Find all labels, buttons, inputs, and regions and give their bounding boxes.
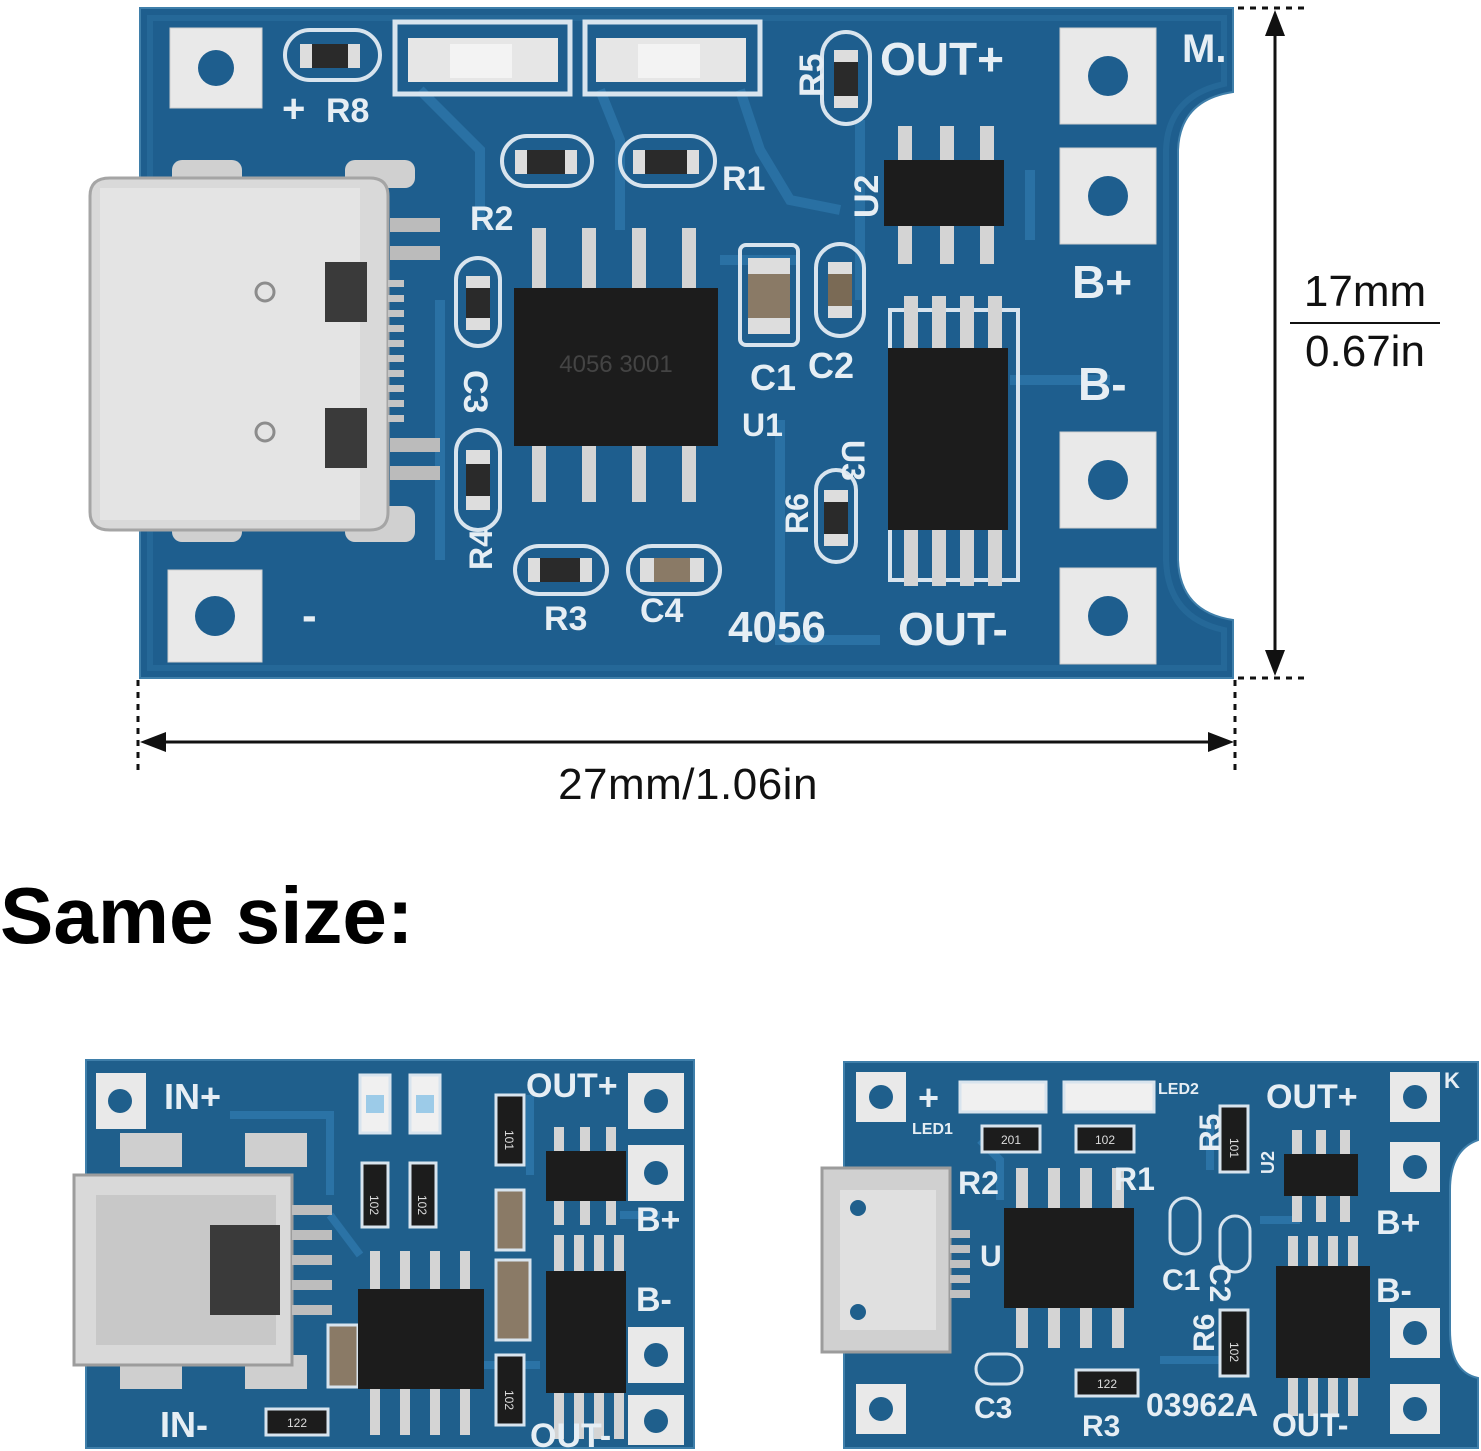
label-u3: U3 xyxy=(835,440,871,481)
usb-c-connector xyxy=(88,160,440,542)
width-dimension-arrow xyxy=(140,732,1234,752)
height-label-mm: 17mm xyxy=(1290,266,1440,324)
label-c4: C4 xyxy=(640,592,684,630)
micro-label-b-minus: B- xyxy=(1376,1272,1412,1310)
solder-pads xyxy=(167,27,1157,665)
label-r2: R2 xyxy=(470,200,513,238)
resistor-code-2: 102 xyxy=(367,1195,381,1215)
mini-label-in-plus: IN+ xyxy=(164,1076,221,1117)
micro-resistor-code-5: 122 xyxy=(1097,1377,1117,1391)
micro-label-led2: LED2 xyxy=(1158,1081,1199,1098)
chip-u1: 4056 3001 xyxy=(514,228,718,502)
micro-label-r5: R5 xyxy=(1194,1114,1227,1152)
height-label-in: 0.67in xyxy=(1305,327,1425,376)
micro-label-led1: LED1 xyxy=(912,1121,953,1138)
pcb-traces xyxy=(416,86,1110,645)
micro-label-c3: C3 xyxy=(974,1392,1012,1425)
silkscreen-labels-mini: IN+ IN- OUT+ B+ B- OUT- xyxy=(160,1067,680,1451)
micro-label-model: 03962A xyxy=(1146,1387,1258,1423)
chip-u3 xyxy=(888,296,1020,586)
label-r5: R5 xyxy=(793,54,831,97)
mini-label-b-plus: B+ xyxy=(636,1201,680,1239)
micro-label-c1: C1 xyxy=(1162,1264,1200,1297)
label-u1: U1 xyxy=(742,407,783,443)
smd-components-micro: 201 102 101 102 122 xyxy=(958,1080,1252,1398)
label-model: 4056 xyxy=(728,603,826,652)
mini-usb-board-figure: 101 102 102 102 122 IN+ IN- OUT+ B+ B- O… xyxy=(72,1059,695,1451)
label-c3: C3 xyxy=(456,370,494,413)
micro-resistor-code-1: 201 xyxy=(1001,1133,1021,1147)
resistor-code-1: 101 xyxy=(502,1130,516,1150)
label-minus: - xyxy=(302,591,317,640)
label-r3: R3 xyxy=(544,600,587,638)
mini-label-in-minus: IN- xyxy=(160,1404,208,1445)
mini-label-b-minus: B- xyxy=(636,1281,672,1319)
chips-micro xyxy=(1004,1130,1370,1416)
mini-label-out-plus: OUT+ xyxy=(526,1067,618,1105)
resistor-code-4: 102 xyxy=(502,1390,516,1410)
smd-components xyxy=(283,28,872,596)
micro-label-k: K xyxy=(1444,1068,1460,1093)
micro-resistor-code-3: 101 xyxy=(1227,1138,1241,1158)
micro-label-r2: R2 xyxy=(958,1165,999,1201)
micro-label-b-plus: B+ xyxy=(1376,1204,1420,1242)
label-b-plus: B+ xyxy=(1072,256,1132,308)
resistor-code-3: 102 xyxy=(415,1195,429,1215)
chip-u2 xyxy=(884,126,1004,264)
mini-usb-connector xyxy=(72,1133,332,1389)
micro-label-r1: R1 xyxy=(1114,1161,1155,1197)
label-b-minus: B- xyxy=(1078,358,1127,410)
label-plus: + xyxy=(282,87,305,131)
micro-label-plus: + xyxy=(918,1077,939,1118)
micro-label-r6: R6 xyxy=(1188,1314,1221,1352)
label-r4: R4 xyxy=(463,529,499,570)
led-indicators xyxy=(392,19,763,97)
label-r1: R1 xyxy=(722,160,765,198)
micro-resistor-code-4: 102 xyxy=(1227,1342,1241,1362)
label-out-plus: OUT+ xyxy=(880,33,1004,85)
label-m: M. xyxy=(1182,27,1226,71)
micro-label-u2: U2 xyxy=(1258,1151,1278,1174)
silkscreen-labels: + R8 M. R5 OUT+ R2 R1 U2 B+ C3 C1 C2 U1 … xyxy=(282,27,1226,655)
micro-label-r3: R3 xyxy=(1082,1410,1120,1443)
micro-resistor-code-2: 102 xyxy=(1095,1133,1115,1147)
chip-u1-marking: 4056 3001 xyxy=(559,351,672,378)
label-c1: C1 xyxy=(750,357,796,398)
label-r8: R8 xyxy=(326,92,369,130)
label-u2: U2 xyxy=(848,175,886,218)
height-label: 17mm 0.67in xyxy=(1290,266,1440,378)
micro-label-u: U xyxy=(980,1240,1002,1273)
label-c2: C2 xyxy=(808,345,854,386)
micro-label-out-plus: OUT+ xyxy=(1266,1078,1358,1116)
smd-components-mini: 101 102 102 102 122 xyxy=(264,1073,532,1437)
label-out-minus: OUT- xyxy=(898,603,1008,655)
micro-label-out-minus: OUT- xyxy=(1272,1407,1348,1443)
typec-board-figure: 4056 3001 + R8 M. R5 OUT+ R2 R1 U2 B+ C3… xyxy=(88,6,1305,770)
chips-mini xyxy=(358,1127,626,1439)
resistor-code-5: 122 xyxy=(287,1416,307,1430)
label-r6: R6 xyxy=(779,493,815,534)
mini-label-out-minus: OUT- xyxy=(530,1417,611,1451)
width-label: 27mm/1.06in xyxy=(558,760,818,809)
height-dimension-arrow xyxy=(1265,10,1285,676)
silkscreen-labels-micro: + LED1 LED2 OUT+ K R2 R1 R5 U2 U B+ C1 C… xyxy=(912,1068,1460,1443)
same-size-heading: Same size: xyxy=(0,871,414,960)
micro-label-c2: C2 xyxy=(1203,1264,1236,1302)
micro-usb-connector xyxy=(820,1166,970,1354)
micro-usb-board-figure: 201 102 101 102 122 + LED1 LED2 OUT+ K R… xyxy=(820,1061,1479,1449)
